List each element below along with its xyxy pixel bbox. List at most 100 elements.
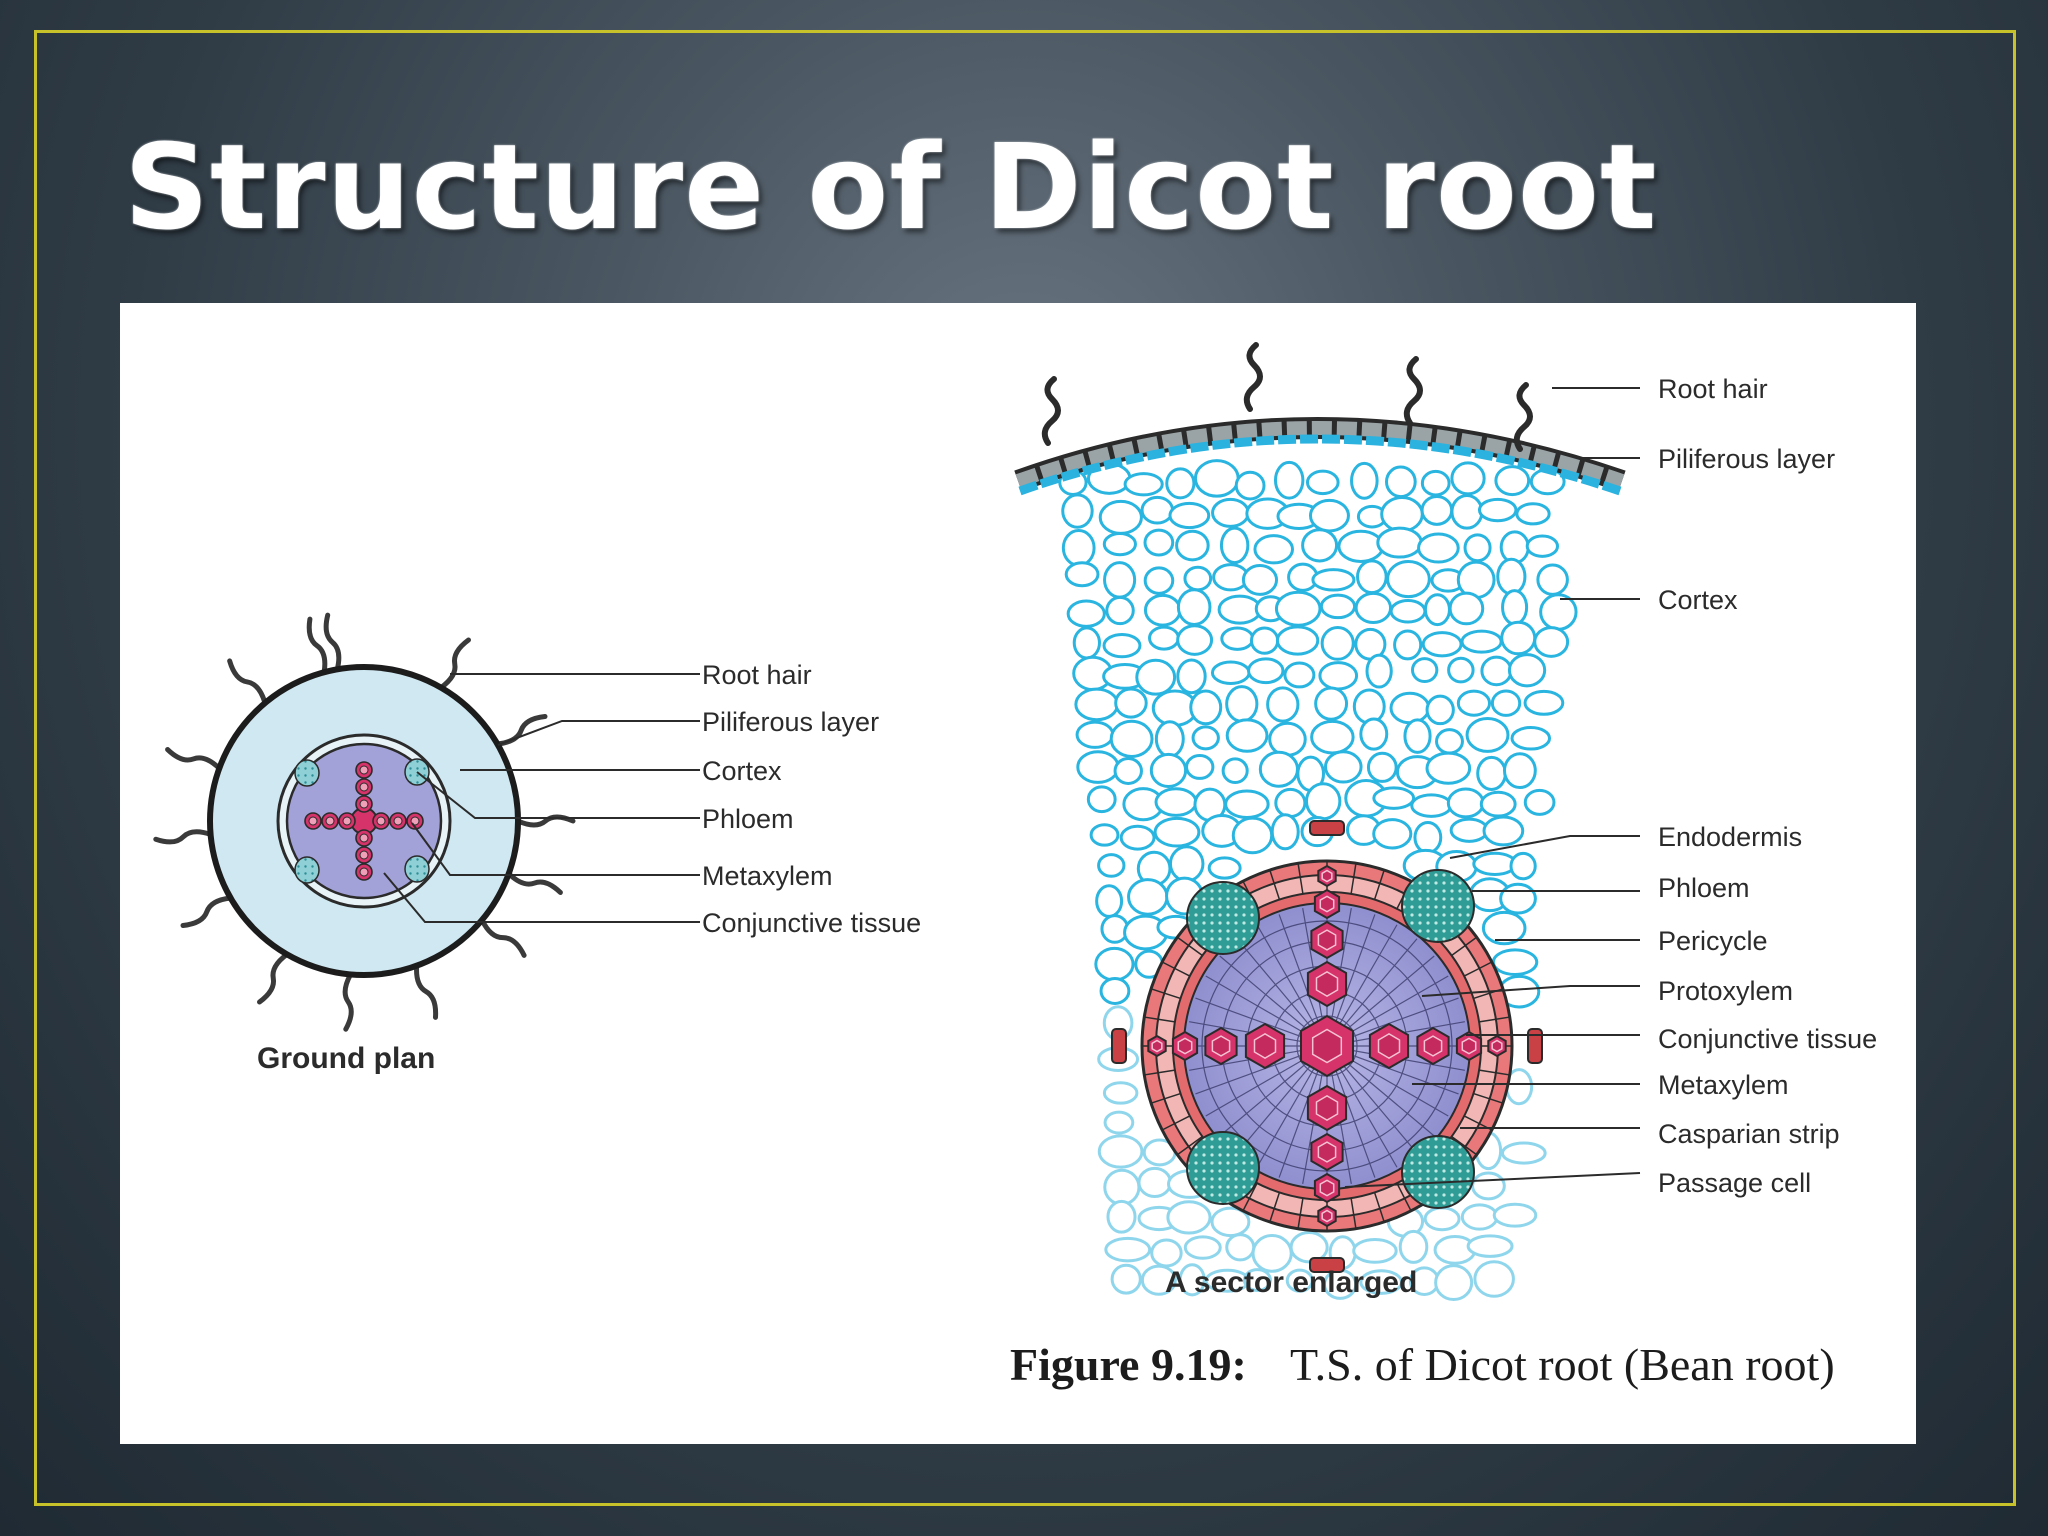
sector-caption: A sector enlarged [1165,1266,1417,1299]
cortex-cell [1061,493,1094,529]
cortex-cell [1421,631,1463,658]
cortex-cell [1140,1264,1177,1296]
cortex-cell [1105,595,1135,626]
sector-label-protoxylem: Protoxylem [1658,976,1793,1006]
cortex-cell [1446,787,1485,819]
endodermis-wall [1495,1016,1510,1020]
figure-caption-text: T.S. of Dicot root (Bean root) [1290,1339,1835,1390]
sector-xylem-lumen [1317,1141,1337,1163]
endodermis-wall [1150,988,1165,994]
gp-root-hair [342,971,354,1032]
cortex-cell [1225,1233,1256,1262]
gp-root-hair [165,747,222,771]
cortex-cell [1305,469,1340,496]
cortex-cell [1241,564,1279,596]
gp-phloem-patches [294,758,430,884]
sector-root-hairs [1041,342,1533,452]
cortex-cell [1148,625,1180,651]
cortex-cell [1471,1171,1506,1201]
sector-xylem-lumen [1151,1039,1163,1053]
cortex-cell [1308,498,1350,533]
cortex-cell [1217,594,1262,625]
cortex-cell [1500,1141,1547,1165]
figure-panel: Root hair Piliferous layer Cortex Phloem… [120,303,1916,1444]
cortex-cell [1211,497,1250,528]
pericycle-wall [1157,1018,1176,1023]
cortex-cell [1283,661,1316,689]
endodermis-wall [1489,1098,1504,1104]
cortex-cell [1376,526,1423,559]
endodermis-wall [1269,869,1275,884]
gp-root-hair [414,963,439,1020]
cortex-cell [1221,757,1249,785]
cortex-cell [1410,793,1453,818]
cortex-cell [1476,755,1507,791]
gp-root-hair [153,829,214,845]
cortex-cell [1350,461,1379,500]
cortex-cell [1103,1110,1135,1135]
cortex-cell [1225,685,1259,723]
cortex-cell [1494,465,1531,497]
cortex-cell [1420,469,1451,497]
endodermis-wall [1297,1214,1301,1229]
passage-cells [1111,820,1543,1273]
cortex-cell [1490,689,1522,717]
pericycle-wall [1157,1069,1176,1074]
cortex-cell [1318,661,1359,691]
gp-xylem-lumen [359,765,369,775]
cortex-cell [1403,718,1432,754]
endodermis-wall [1297,863,1301,878]
cortex-cell [1089,823,1120,847]
gp-label-root-hair: Root hair [702,660,812,690]
cortex-cell [1225,718,1269,753]
pericycle-wall [1473,1092,1490,1100]
gp-xylem-lumen [308,816,318,826]
cortex-cell [1465,716,1510,753]
endodermis-wall [1144,1016,1159,1020]
cortex-cell [1135,658,1177,696]
endodermis-wall [1150,1098,1165,1104]
cortex-cell [1323,750,1363,784]
cortex-cell [1386,559,1431,599]
cortex-cell [1366,751,1398,783]
cortex-cell [1150,1238,1183,1268]
gp-xylem-lumen [359,799,369,809]
sector-label-casparian-strip: Casparian strip [1658,1119,1840,1149]
cortex-cell [1253,534,1295,565]
endodermis-wall [1479,961,1493,970]
cortex-cell [1189,689,1223,726]
cortex-cell [1536,563,1569,596]
cortex-cell [1423,593,1451,627]
pericycle-wall [1273,1192,1281,1209]
cortex-cell [1320,625,1355,661]
cortex-cell [1095,884,1124,918]
endodermis-wall [1403,1198,1412,1212]
gp-xylem-arms [304,761,424,881]
cortex-cell [1066,599,1106,628]
cortex-cell [1224,789,1270,819]
gp-xylem-lumen [359,782,369,792]
gp-xylem-lumen [359,850,369,860]
sector-xylem-lumen [1321,869,1333,883]
sector-xylem-lumen [1315,1095,1339,1121]
cortex-cell [1094,946,1135,982]
pericycle-wall [1350,1197,1355,1216]
cortex-cell [1472,851,1518,876]
cortex-cell [1268,721,1307,757]
cortex-cell [1496,557,1527,596]
gp-label-conjunctive-tissue: Conjunctive tissue [702,908,921,938]
cortex-cell [1301,528,1339,563]
cortex-cell [1398,1229,1429,1264]
cortex-cell [1499,530,1530,565]
gp-root-hair [257,951,290,1005]
cortex-cell [1365,653,1393,689]
sector-xylem-lumen [1177,1037,1193,1055]
sector-xylem-lumen [1317,929,1337,951]
cortex-cell [1234,470,1266,501]
pericycle-wall [1478,1018,1497,1023]
cortex-cell [1311,568,1356,592]
cortex-cell [1086,785,1117,814]
pericycle-wall [1188,1135,1203,1148]
pericycle-wall [1473,992,1490,1000]
pericycle-wall [1174,1115,1191,1125]
